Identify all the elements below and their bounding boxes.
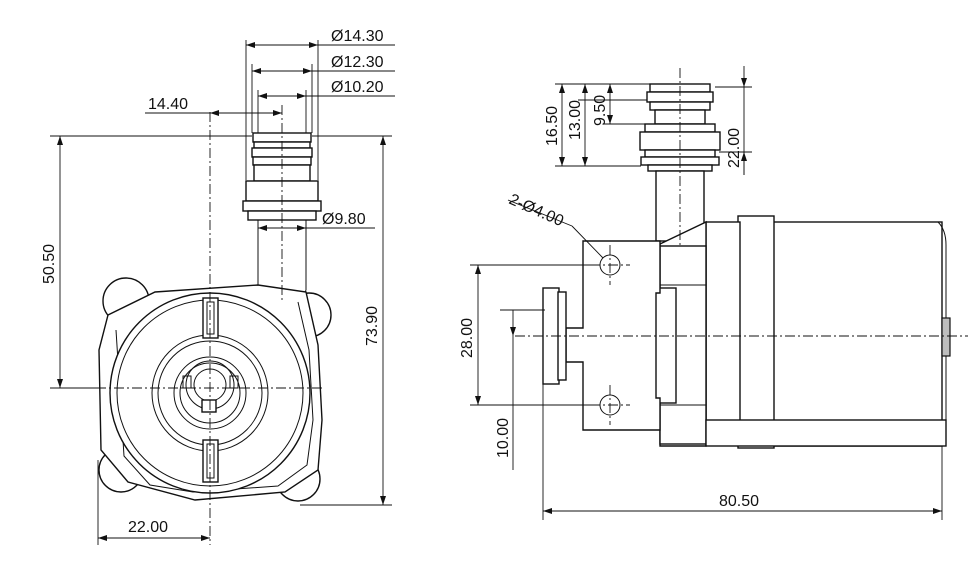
dim-barb-13: 13.00 [567,100,584,140]
dim-tube-dia: Ø9.80 [322,211,366,228]
dim-outlet-offset: 14.40 [148,96,188,113]
dim-barb-9: 9.50 [592,95,609,126]
dim-inner-dia: Ø10.20 [331,79,384,96]
front-view [98,132,332,502]
front-centerlines [60,105,322,545]
mounting-flange [565,240,661,431]
side-view [542,83,951,449]
motor-body [769,221,943,447]
dim-barb-22: 22.00 [726,128,743,168]
dim-mount-holes: 2-Ø4.00 [506,191,566,230]
dim-barb-16: 16.50 [544,106,561,146]
dim-outlet-height: 50.50 [41,244,58,284]
dim-hole-spacing: 28.00 [459,318,476,358]
dim-outer-dia: Ø14.30 [331,28,384,45]
dim-overall-length: 80.50 [719,493,759,510]
dim-inlet-offset: 10.00 [495,418,512,458]
dim-mid-dia: Ø12.30 [331,54,384,71]
dim-half-width: 22.00 [128,519,168,536]
front-dimensions: Ø14.30 Ø12.30 Ø10.20 14.40 Ø9.80 50.50 7… [41,28,395,545]
dim-overall-height: 73.90 [364,306,381,346]
